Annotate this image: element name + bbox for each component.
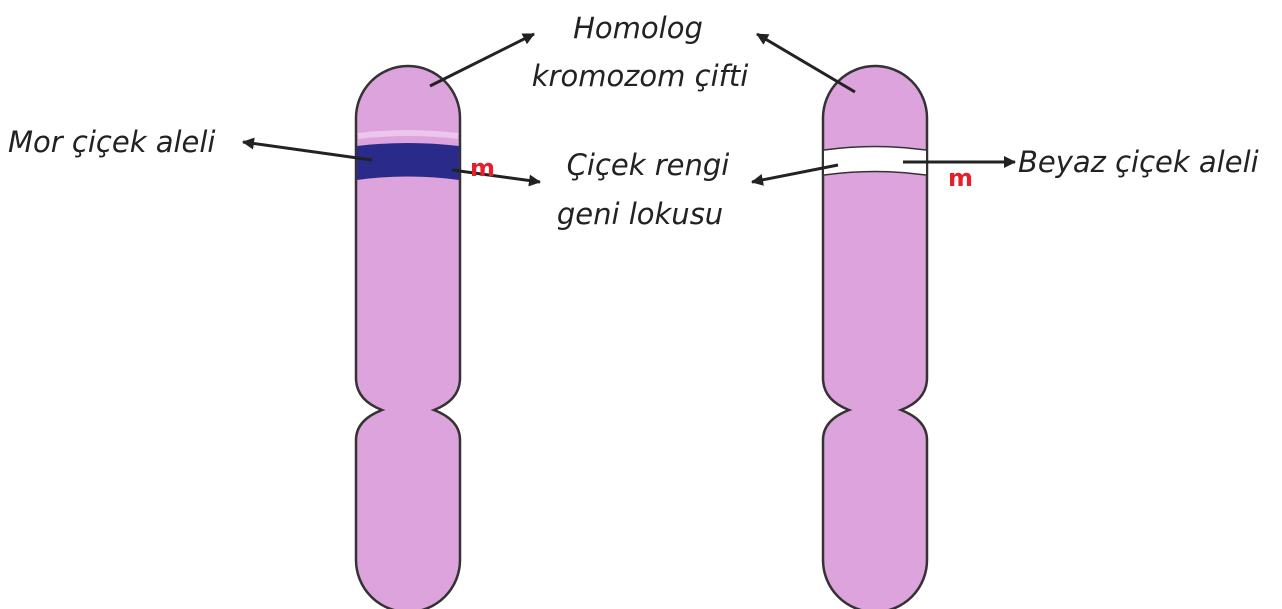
handwritten-mark-right: m xyxy=(948,164,973,192)
homolog-label-line1: Homolog xyxy=(573,11,703,45)
left-chromosome xyxy=(356,66,460,609)
right-chromosome xyxy=(823,66,927,609)
locus-left-arrow xyxy=(452,170,540,182)
purple-allele-band xyxy=(357,143,459,180)
handwritten-mark-left: m xyxy=(470,154,495,182)
mor-allele-arrow xyxy=(243,142,372,160)
locus-label-line2: geni lokusu xyxy=(557,197,723,231)
homolog-right-arrow xyxy=(757,34,855,92)
homolog-label-line2: kromozom çifti xyxy=(532,59,749,93)
left-band-highlight xyxy=(358,133,458,136)
mor-allele-label: Mor çiçek aleli xyxy=(8,125,216,159)
beyaz-allele-label: Beyaz çiçek aleli xyxy=(1018,145,1259,179)
homolog-left-arrow xyxy=(430,34,534,86)
locus-label-line1: Çiçek rengi xyxy=(567,148,730,182)
